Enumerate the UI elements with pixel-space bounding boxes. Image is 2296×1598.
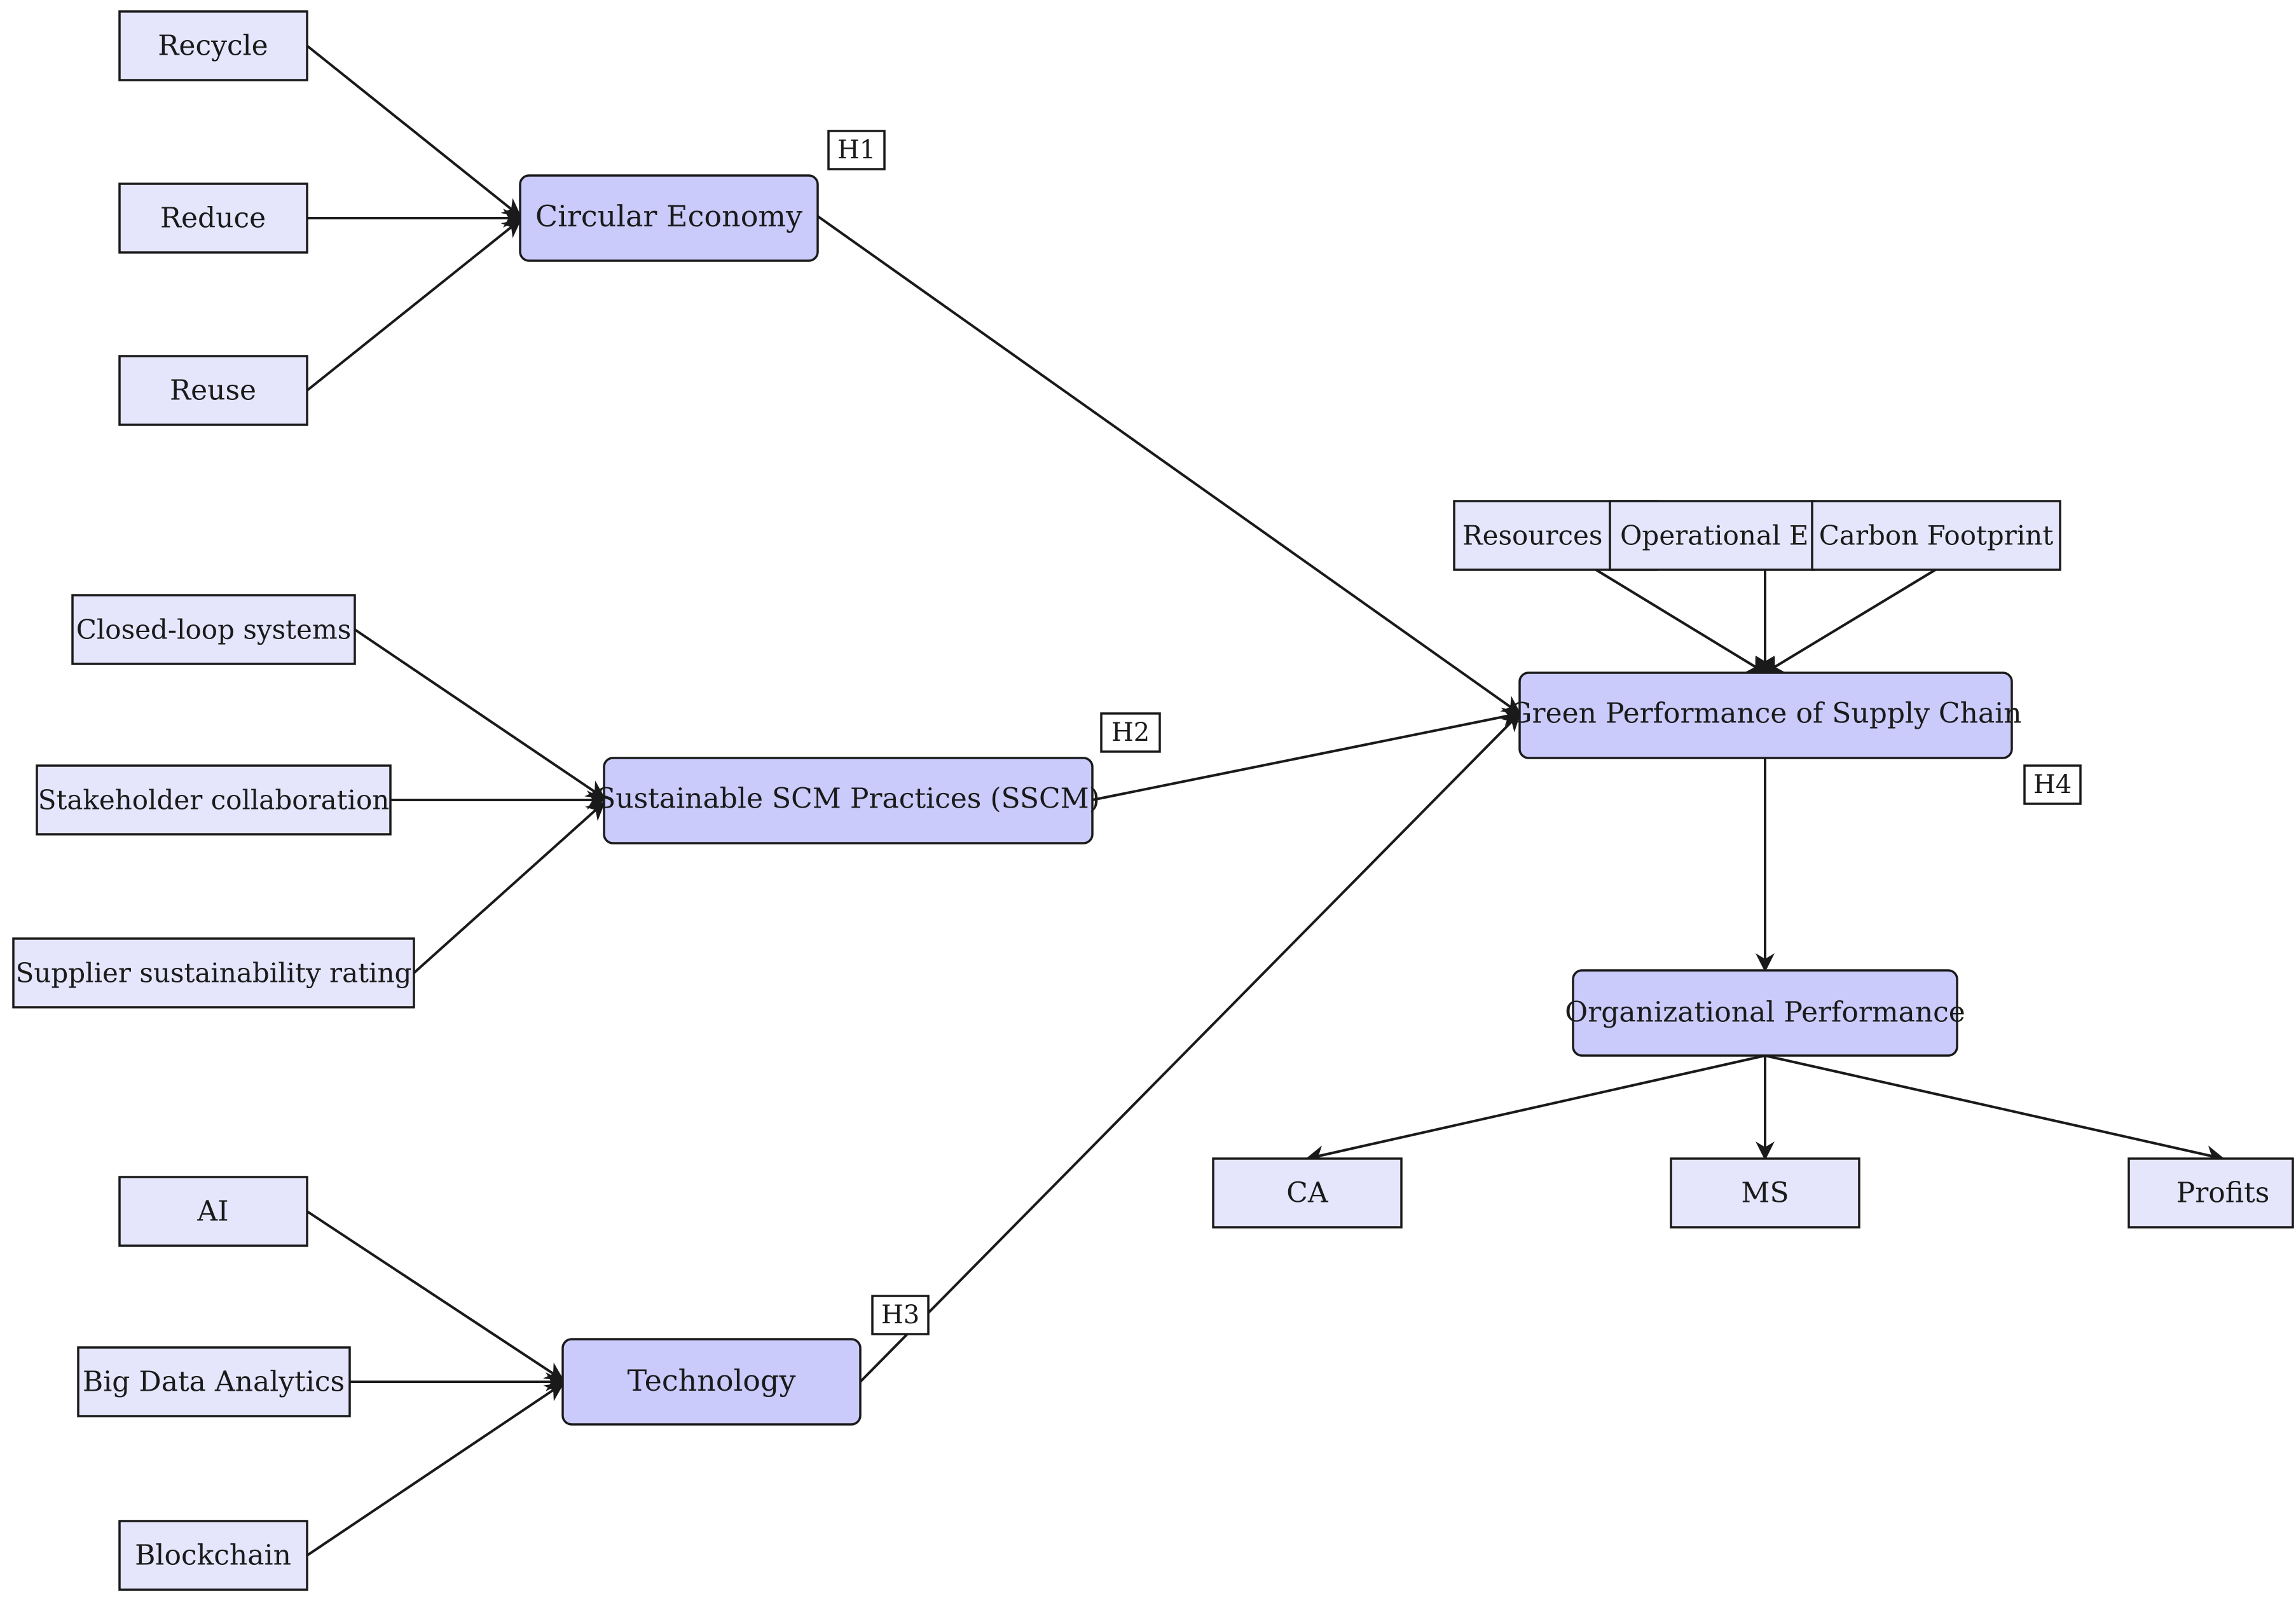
- hypothesis-label-h4: H4: [2033, 770, 2072, 799]
- circular-economy-group: Recycle Reduce Reuse Circular Economy H1: [118, 10, 886, 426]
- indicator-box-profits: [2128, 1157, 2294, 1229]
- construct-label-green-performance: Green Performance of Supply Chain: [1509, 698, 2021, 730]
- edge-blockchain-to-technology: [306, 1382, 565, 1557]
- indicator-label-recycle: Recycle: [158, 30, 268, 62]
- hypothesis-badge-h3: [871, 1295, 930, 1335]
- edge-closed-loop-to-sscm: [354, 628, 606, 799]
- edges: [306, 45, 2225, 1557]
- indicator-label-ms: MS: [1741, 1177, 1789, 1209]
- technology-group: AI Big Data Analytics Blockchain Technol…: [77, 1176, 930, 1591]
- indicator-label-ca: CA: [1286, 1177, 1329, 1209]
- indicator-box-ms: [1670, 1157, 1860, 1229]
- indicator-box-ca: [1212, 1157, 1403, 1229]
- construct-box-circular-economy: [519, 174, 819, 262]
- indicator-box-closed-loop: [71, 594, 356, 665]
- indicator-label-stakeholder: Stakeholder collaboration: [38, 785, 390, 816]
- indicator-box-reuse: [118, 355, 308, 426]
- green-performance-group: Resources I Operational E Carbon Footpri…: [1453, 500, 2082, 805]
- construct-label-organizational-performance: Organizational Performance: [1565, 996, 1965, 1029]
- indicator-label-closed-loop: Closed-loop systems: [76, 614, 352, 645]
- edge-supplier-rating-to-sscm: [413, 801, 606, 974]
- indicator-label-operational: Operational E: [1620, 520, 1808, 551]
- edge-resources-to-green: [1595, 568, 1767, 674]
- edge-recycle-to-circular-economy: [306, 45, 522, 217]
- hypothesis-badge-h4: [2023, 764, 2082, 805]
- edge-organizational-to-profits: [1764, 1054, 2225, 1164]
- indicator-label-carbon-footprint: Carbon Footprint: [1819, 520, 2054, 551]
- indicator-box-stakeholder: [36, 764, 392, 836]
- edge-circular-economy-to-green: [816, 215, 1522, 715]
- construct-label-circular-economy: Circular Economy: [535, 199, 802, 233]
- indicator-box-reduce: [118, 183, 308, 254]
- indicator-label-big-data: Big Data Analytics: [83, 1366, 345, 1398]
- construct-label-sscm: Sustainable SCM Practices (SSCM): [596, 783, 1100, 815]
- edge-technology-to-green: [859, 712, 1522, 1383]
- indicator-label-ai: AI: [196, 1195, 228, 1228]
- hypothesis-label-h2: H2: [1111, 718, 1150, 747]
- indicator-box-recycle: [118, 10, 308, 81]
- construct-box-organizational-performance: [1572, 969, 1958, 1057]
- edge-ai-to-technology: [306, 1210, 565, 1381]
- indicator-box-ai: [118, 1176, 308, 1247]
- indicator-label-profits: Profits: [2176, 1177, 2270, 1209]
- indicator-label-blockchain: Blockchain: [135, 1539, 291, 1572]
- hypothesis-label-h1: H1: [837, 135, 876, 165]
- indicator-label-reduce: Reduce: [160, 202, 266, 235]
- hypothesis-label-h3: H3: [881, 1300, 919, 1330]
- indicator-label-reuse: Reuse: [170, 375, 256, 407]
- edge-carbon-to-green: [1763, 568, 1937, 674]
- construct-box-sscm: [603, 757, 1094, 844]
- indicator-label-resources: Resources I: [1462, 520, 1621, 551]
- edge-sscm-to-green: [1092, 707, 1522, 801]
- edge-organizational-to-ca: [1305, 1054, 1766, 1164]
- indicator-box-blockchain: [118, 1520, 308, 1591]
- indicator-box-big-data: [77, 1346, 351, 1417]
- edge-reuse-to-circular-economy: [306, 219, 522, 392]
- sscm-group: Closed-loop systems Stakeholder collabor…: [12, 594, 1161, 1009]
- indicator-box-supplier-rating: [12, 937, 415, 1009]
- indicator-label-supplier-rating: Supplier sustainability rating: [16, 958, 412, 989]
- indicator-box-carbon-footprint: [1811, 500, 2061, 571]
- hypothesis-badge-h2: [1100, 712, 1161, 753]
- hypothesis-badge-h1: [827, 130, 886, 170]
- construct-box-technology: [561, 1338, 862, 1426]
- construct-box-green-performance: [1518, 672, 2013, 759]
- organizational-performance-group: Organizational Performance CA MS Profits: [1212, 969, 2294, 1229]
- construct-label-technology: Technology: [628, 1363, 796, 1398]
